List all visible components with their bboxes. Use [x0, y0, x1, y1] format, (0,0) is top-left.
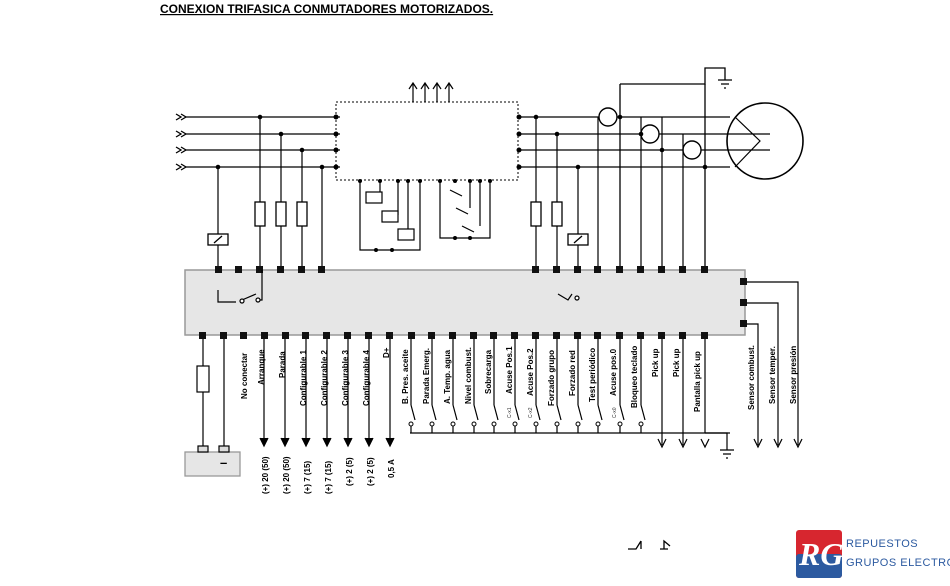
logo-mark-text: RGE	[798, 536, 865, 572]
label-pantalla-pick-up: Pantalla pick up	[693, 351, 702, 412]
label-sensor-temper: Sensor temper.	[768, 346, 777, 404]
box-left-dots	[333, 114, 522, 170]
motorized-switch-box	[335, 101, 519, 181]
battery	[184, 339, 241, 477]
switch-symbol-legend	[628, 539, 671, 550]
left-bus-lines	[186, 116, 340, 168]
label-no-conectar: No conectar	[240, 353, 249, 399]
rating-arranque: (+) 20 (50)	[261, 456, 270, 494]
company-logo: RGE REPUESTOS GRUPOS ELECTROGENOS	[796, 530, 950, 578]
logo-line-1: REPUESTOS	[846, 538, 918, 550]
generator-winding	[734, 116, 770, 168]
box-output-arrows	[408, 81, 454, 102]
bottom-terminals	[199, 332, 708, 339]
generator-symbol	[726, 102, 804, 180]
rating-parada: (+) 20 (50)	[282, 456, 291, 494]
ground-top	[619, 67, 732, 270]
rating-configurable-4: (+) 2 (5)	[366, 457, 375, 486]
right-fuses	[530, 201, 589, 246]
label-d-plus: D+	[382, 347, 391, 358]
label-parada-emerg: Parada Emerg.	[422, 348, 431, 404]
label-configurable-4: Configurable 4	[362, 349, 371, 406]
label-temp-agua: A. Temp. agua	[443, 349, 452, 404]
label-sensor-combust: Sensor combust.	[747, 345, 756, 410]
label-acuse-pos1: Acuse Pos.1	[505, 346, 514, 394]
tag-cx1: C-x1	[507, 407, 513, 418]
label-parada: Parada	[278, 351, 287, 378]
label-forzado-grupo: Forzado grupo	[547, 350, 556, 406]
label-configurable-3: Configurable 3	[341, 349, 350, 406]
label-configurable-2: Configurable 2	[320, 349, 329, 406]
label-configurable-1: Configurable 1	[299, 349, 308, 406]
battery-minus-sign: –	[220, 455, 227, 470]
left-drops	[217, 117, 323, 270]
current-transformers	[598, 107, 702, 160]
label-acuse-pos0: Acuse pos.0	[609, 348, 618, 396]
label-sobrecarga: Sobrecarga	[484, 349, 493, 394]
logo-line-2: GRUPOS ELECTROGENOS	[846, 557, 950, 569]
label-test-periodico: Test periódico	[588, 348, 597, 402]
internal-contacts	[217, 270, 580, 304]
rating-configurable-2: (+) 7 (15)	[324, 461, 333, 494]
tag-cx0: C-x0	[612, 407, 618, 418]
logo-mark-band	[796, 554, 842, 578]
right-drops	[535, 117, 684, 270]
output-arrowheads	[260, 438, 394, 446]
top-terminals	[215, 266, 708, 273]
tag-cx2: C-x2	[528, 407, 534, 418]
left-drop-dots	[215, 114, 325, 170]
controller-module	[184, 269, 746, 336]
input-switch-dots	[408, 421, 644, 427]
label-nivel-combust: Nivel combust.	[464, 347, 473, 404]
diagram-title: CONEXION TRIFASICA CONMUTADORES MOTORIZA…	[160, 2, 493, 16]
label-acuse-pos2: Acuse Pos.2	[526, 348, 535, 396]
right-drop-dots	[533, 114, 708, 170]
rating-d-plus: 0,5 A	[387, 459, 396, 478]
phase-input-arrows	[175, 113, 188, 171]
label-b-pres-aceite: B. Pres. aceite	[401, 349, 410, 404]
left-fuses	[207, 201, 308, 246]
sensor-terminals	[740, 278, 747, 327]
label-arranque: Arranque	[257, 349, 266, 385]
rating-configurable-1: (+) 7 (15)	[303, 461, 312, 494]
right-bus-lines	[519, 116, 740, 168]
sensor-wires	[747, 281, 803, 449]
input-switches	[410, 339, 734, 459]
label-bloqueo-teclado: Bloqueo teclado	[630, 346, 639, 408]
label-pick-up-2: Pick up	[672, 348, 681, 377]
box-relay-dots	[358, 179, 492, 252]
rating-configurable-3: (+) 2 (5)	[345, 457, 354, 486]
label-forzado-red: Forzado red	[568, 350, 577, 396]
label-sensor-presion: Sensor presión	[789, 346, 798, 404]
label-pick-up-1: Pick up	[651, 348, 660, 377]
